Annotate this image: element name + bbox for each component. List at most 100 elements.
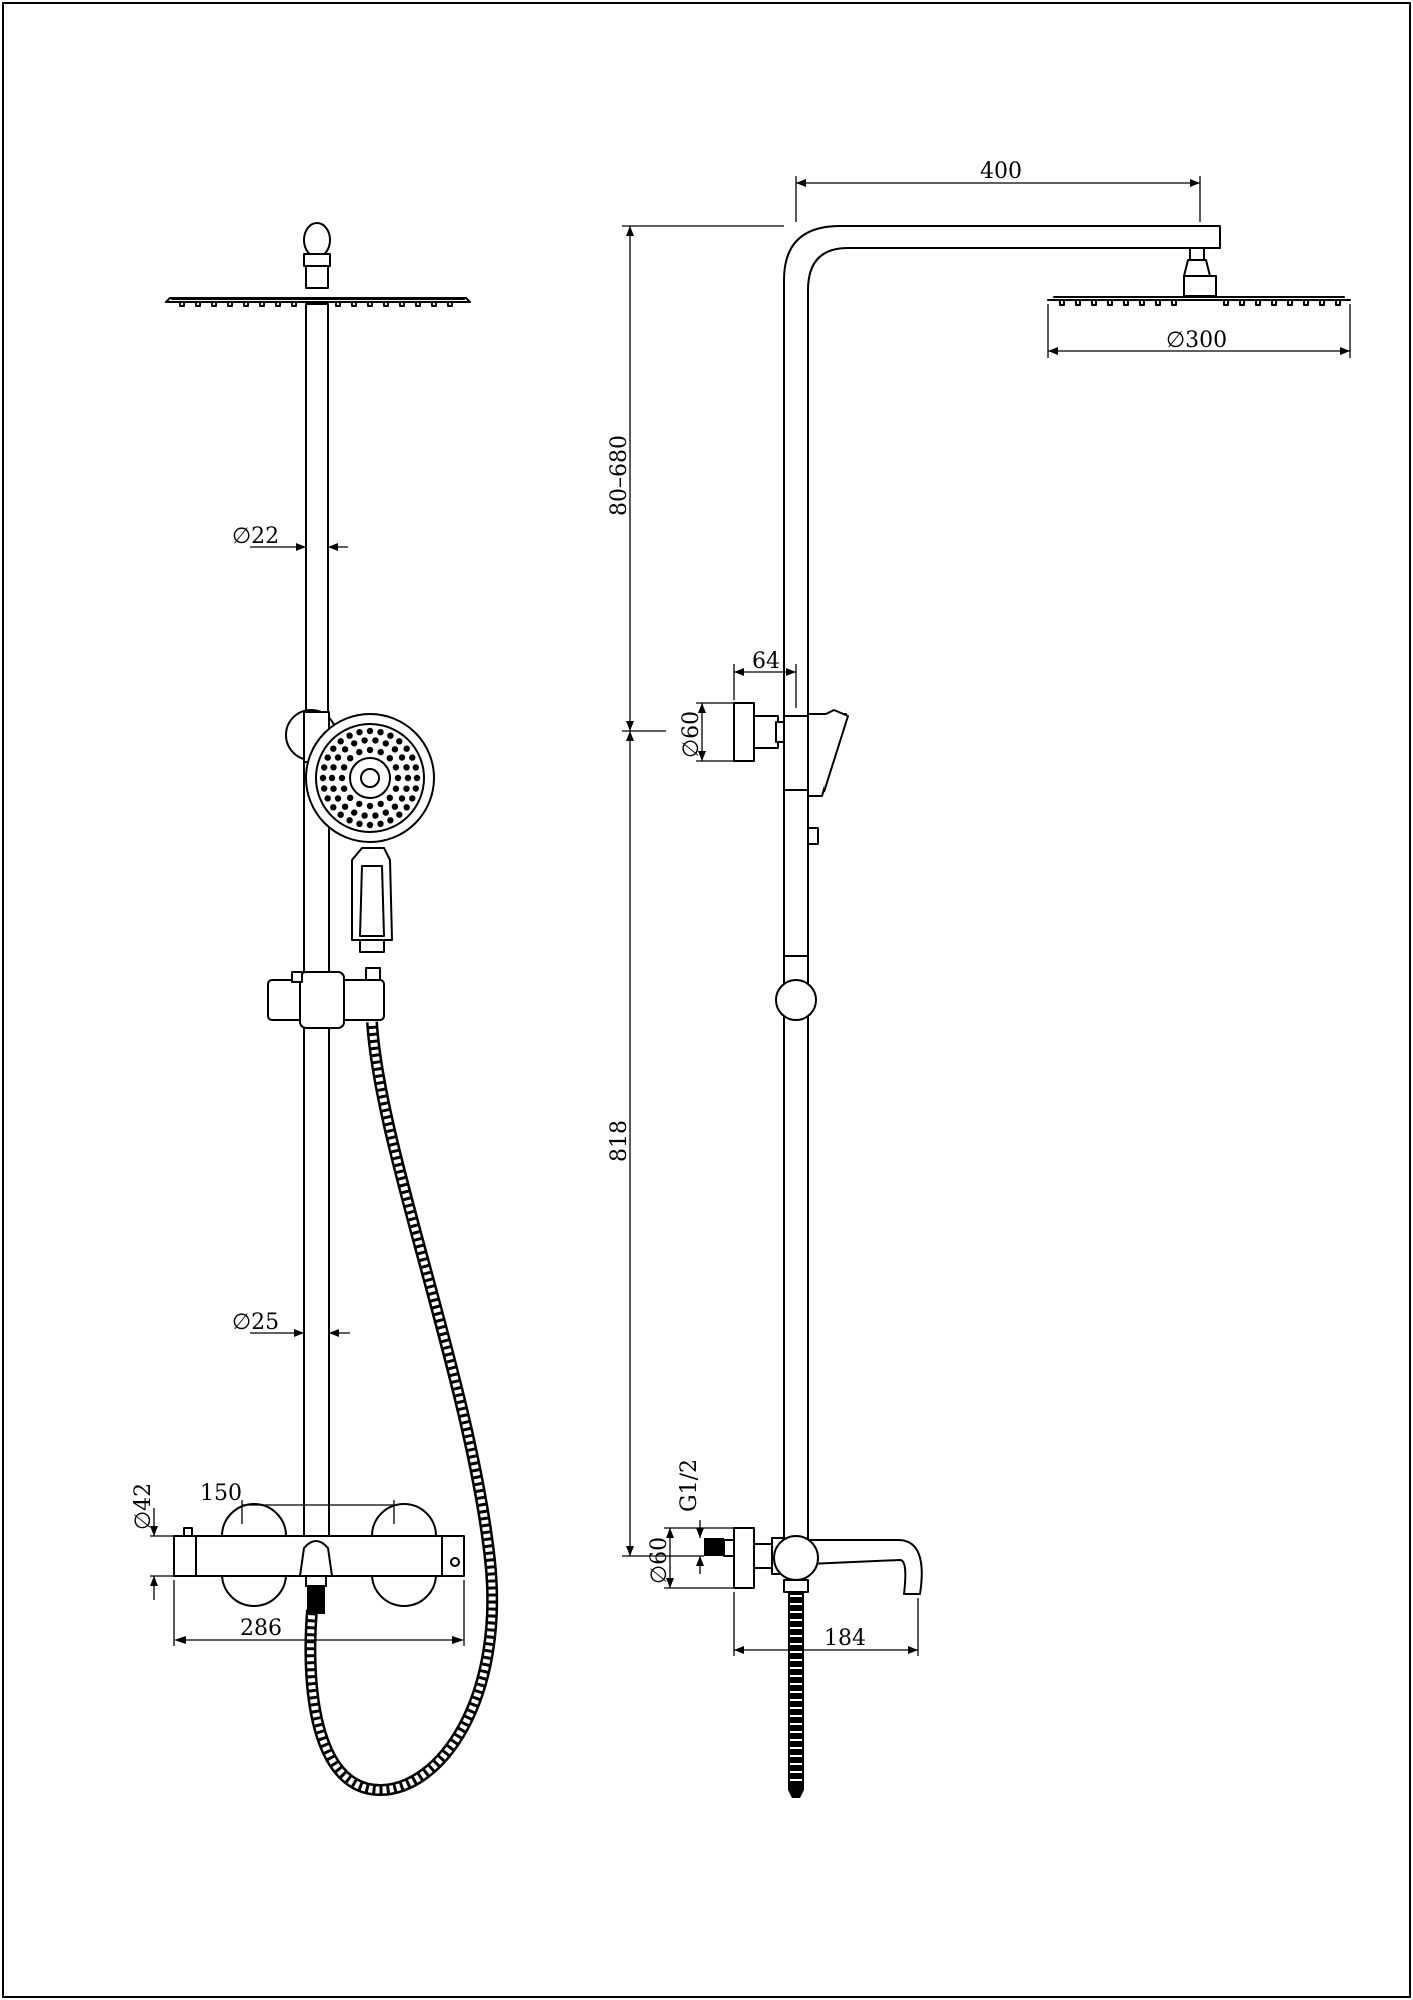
side-dim-rain-head: ∅300 (1047, 304, 1351, 358)
nozzle-dot (377, 820, 384, 827)
nozzle-dot (337, 738, 344, 745)
nozzle-dot (392, 785, 400, 792)
nozzle-dot (346, 817, 353, 824)
nozzle-dot (366, 802, 374, 810)
dim-label-arm-length: 400 (980, 159, 1022, 184)
dim-label-inlet-diameter: ∅60 (647, 1537, 672, 1584)
nozzle-dot (366, 821, 374, 829)
side-slider-knob (775, 979, 817, 1021)
nozzle-dot (387, 817, 394, 824)
side-dim-bracket-depth: 64 (733, 649, 797, 708)
hand-shower-nozzles (319, 727, 421, 829)
nozzle-dot (409, 795, 416, 802)
dim-label-lower-height: 818 (607, 1120, 632, 1162)
side-dim-arm-length: 400 (795, 159, 1201, 222)
front-rain-shower-head (165, 222, 471, 307)
front-dim-mixer-diameter: ∅42 (131, 1483, 174, 1600)
nozzle-dot (330, 785, 337, 792)
nozzle-dot (403, 745, 410, 752)
nozzle-dot (386, 794, 393, 801)
nozzle-dot (398, 754, 406, 761)
dim-label-upper-height: 80–680 (607, 435, 632, 516)
side-dim-heights: 80–680 818 (607, 225, 784, 1557)
nozzle-dot (412, 785, 419, 792)
nozzle-dot (351, 809, 358, 816)
nozzle-dot (377, 729, 384, 736)
dim-label-mixer-diameter: ∅42 (131, 1483, 156, 1530)
nozzle-dot (319, 774, 327, 782)
side-rain-shower-head (1047, 247, 1351, 306)
nozzle-dot (321, 785, 328, 792)
nozzle-dot (334, 795, 342, 802)
nozzle-dot (382, 740, 389, 747)
nozzle-dot (391, 746, 399, 753)
nozzle-dot (356, 800, 363, 808)
front-view: ∅22 ∅25 ∅42 150 286 (131, 222, 499, 1797)
rain-head-nozzle-row (179, 302, 453, 307)
nozzle-dot (366, 746, 374, 754)
dim-label-rail-lower: ∅25 (232, 1310, 279, 1335)
side-riser-and-arm (783, 225, 1221, 1541)
nozzle-dot (394, 774, 402, 782)
front-dim-rail-lower: ∅25 (232, 1310, 350, 1337)
nozzle-dot (324, 795, 331, 802)
nozzle-dot (403, 785, 410, 792)
front-thermostatic-mixer (173, 1503, 465, 1614)
nozzle-dot (398, 795, 406, 802)
nozzle-dot (347, 755, 354, 762)
dim-label-rail-upper: ∅22 (232, 524, 279, 549)
front-slide-clamp (267, 967, 385, 1029)
nozzle-dot (382, 809, 389, 816)
front-lower-rail (303, 713, 330, 1551)
nozzle-dot (334, 754, 342, 761)
nozzle-dot (372, 812, 379, 819)
nozzle-dot (404, 774, 412, 782)
nozzle-dot (372, 737, 379, 744)
side-dim-bracket-diameter: ∅60 (679, 702, 734, 762)
front-dim-mixer-width: 286 (173, 1580, 465, 1646)
nozzle-dot (396, 811, 403, 818)
nozzle-dot (391, 803, 399, 810)
side-dim-spout-length: 184 (733, 1592, 919, 1656)
nozzle-dot (412, 764, 419, 771)
nozzle-dot (377, 800, 384, 808)
nozzle-dot (403, 764, 410, 771)
nozzle-dot (386, 755, 393, 762)
side-view: 400 ∅300 80–680 818 64 ∅60 (607, 159, 1351, 1798)
nozzle-dot (346, 732, 353, 739)
nozzle-dot (387, 732, 394, 739)
front-dim-mixer-centers: 150 (200, 1481, 395, 1524)
nozzle-dot (377, 748, 384, 756)
nozzle-dot (341, 746, 349, 753)
dim-label-thread: G1/2 (677, 1459, 702, 1512)
dim-label-bracket-diameter: ∅60 (679, 711, 704, 758)
nozzle-dot (338, 774, 346, 782)
front-hand-shower (305, 713, 435, 953)
side-wall-bracket (733, 702, 785, 762)
nozzle-dot (356, 748, 363, 756)
dim-label-mixer-centers: 150 (200, 1481, 242, 1506)
side-dim-thread: G1/2 (677, 1459, 704, 1574)
nozzle-dot (361, 737, 368, 744)
nozzle-dot (356, 820, 363, 827)
nozzle-dot (321, 764, 328, 771)
nozzle-dot (356, 729, 363, 736)
nozzle-dot (351, 740, 358, 747)
nozzle-dot (409, 754, 416, 761)
nozzle-dot (341, 803, 349, 810)
nozzle-dot (337, 811, 344, 818)
dim-label-mixer-width: 286 (240, 1616, 282, 1641)
nozzle-dot (340, 785, 348, 792)
nozzle-dot (340, 764, 348, 771)
front-upper-rail (305, 303, 329, 715)
nozzle-dot (330, 804, 337, 811)
nozzle-dot (403, 804, 410, 811)
nozzle-dot (413, 774, 421, 782)
nozzle-dot (324, 754, 331, 761)
nozzle-dot (366, 727, 374, 735)
nozzle-dot (330, 745, 337, 752)
side-mixer-and-spout (704, 1527, 923, 1595)
nozzle-dot (328, 774, 336, 782)
